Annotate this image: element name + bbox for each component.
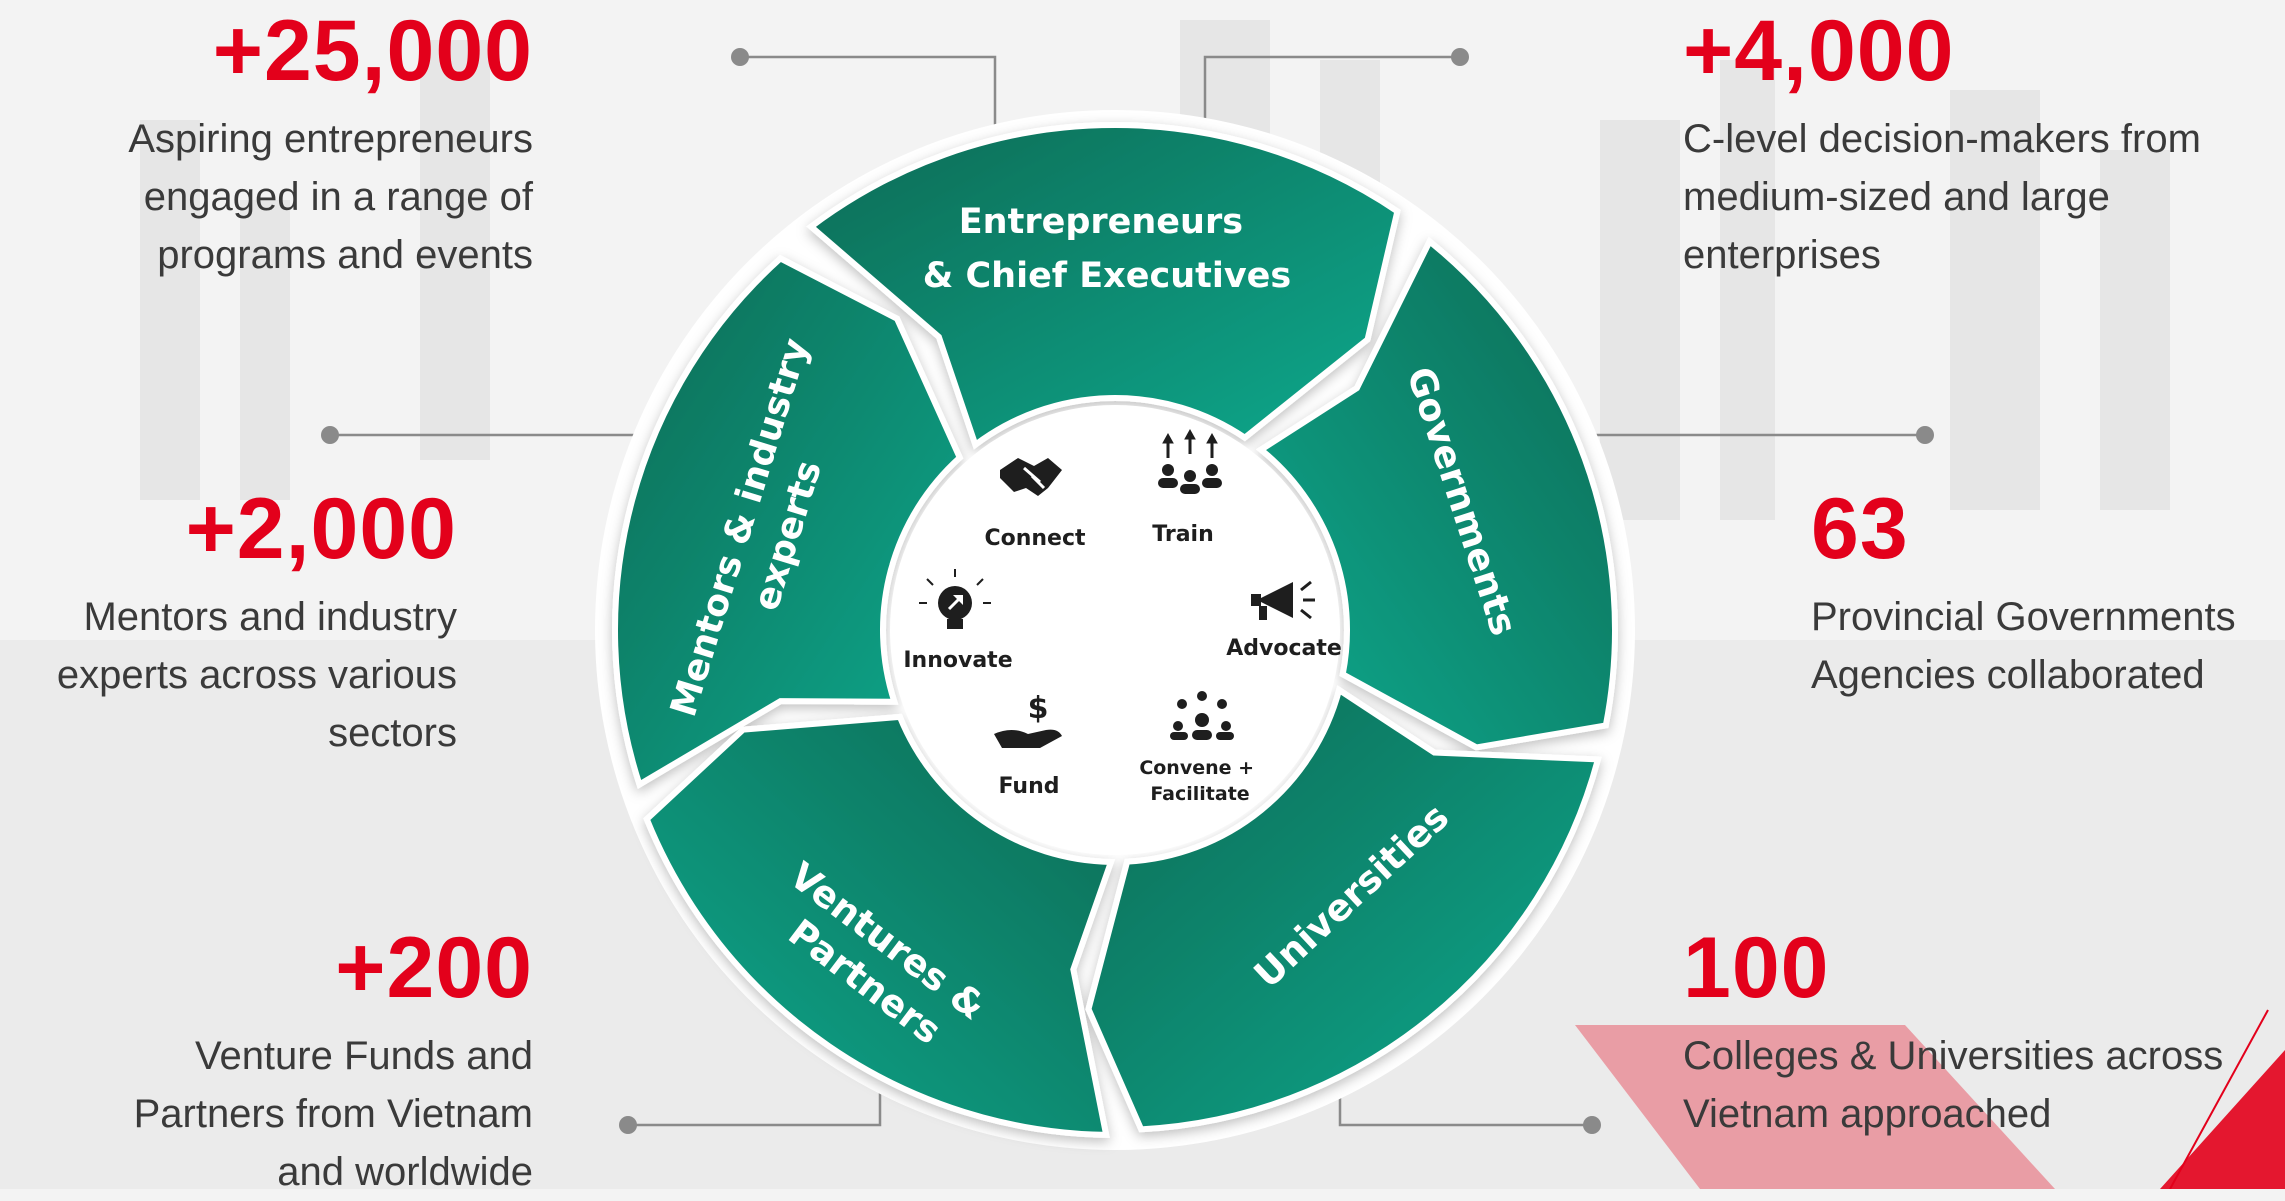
center-label-fund: Fund bbox=[998, 774, 1059, 799]
stat-mentors: +2,000 Mentors and industry experts acro… bbox=[57, 486, 457, 762]
segment-ventures bbox=[643, 713, 1116, 1138]
center-label-connect: Connect bbox=[984, 526, 1086, 551]
center-item-advocate: Advocate bbox=[1226, 580, 1342, 661]
center-item-convene: Convene + Facilitate bbox=[1139, 691, 1260, 805]
people-growth-icon bbox=[1158, 428, 1222, 494]
stat-executives-line: C-level decision-makers from bbox=[1683, 117, 2201, 161]
stat-entrepreneurs-number: +25,000 bbox=[212, 3, 533, 99]
segment-governments bbox=[1255, 236, 1618, 751]
stat-ventures: +200 Venture Funds and Partners from Vie… bbox=[134, 925, 533, 1201]
connector-dots bbox=[321, 48, 1934, 1134]
segment-label-entrepreneurs: Entrepreneurs & Chief Executives bbox=[923, 202, 1291, 296]
stat-executives-line: enterprises bbox=[1683, 233, 1881, 277]
center-item-connect: Connect bbox=[984, 458, 1086, 551]
hand-dollar-icon: $ bbox=[994, 691, 1062, 748]
handshake-icon bbox=[1000, 458, 1062, 496]
stat-entrepreneurs-line: programs and events bbox=[157, 233, 533, 277]
center-label-innovate: Innovate bbox=[903, 648, 1012, 673]
svg-text:$: $ bbox=[1028, 691, 1049, 726]
segment-mentors bbox=[612, 254, 964, 789]
stat-universities-line: Vietnam approached bbox=[1683, 1092, 2052, 1136]
stat-executives-line: medium-sized and large bbox=[1683, 175, 2110, 219]
stat-governments-number: 63 bbox=[1811, 481, 1909, 577]
stat-universities: 100 Colleges & Universities across Vietn… bbox=[1683, 925, 2223, 1143]
center-item-train: Train bbox=[1152, 428, 1222, 547]
stat-ventures-number: +200 bbox=[335, 920, 533, 1016]
stat-entrepreneurs-line: engaged in a range of bbox=[143, 175, 533, 219]
stat-universities-number: 100 bbox=[1683, 920, 1830, 1016]
stat-mentors-line: experts across various bbox=[56, 653, 457, 697]
stat-mentors-line: sectors bbox=[328, 711, 457, 755]
group-icon bbox=[1170, 691, 1234, 740]
stat-governments: 63 Provincial Governments Agencies colla… bbox=[1811, 486, 2236, 704]
lightbulb-icon bbox=[919, 569, 991, 629]
stat-governments-line: Agencies collaborated bbox=[1811, 653, 2205, 697]
megaphone-icon bbox=[1251, 580, 1315, 620]
stat-executives-number: +4,000 bbox=[1683, 3, 1955, 99]
stat-entrepreneurs-line: Aspiring entrepreneurs bbox=[128, 117, 533, 161]
center-label-advocate: Advocate bbox=[1226, 636, 1342, 661]
stat-entrepreneurs: +25,000 Aspiring entrepreneurs engaged i… bbox=[128, 8, 533, 284]
stat-governments-line: Provincial Governments bbox=[1811, 595, 2236, 639]
center-item-innovate: Innovate bbox=[903, 569, 1013, 673]
stat-mentors-line: Mentors and industry bbox=[83, 595, 457, 639]
stat-executives: +4,000 C-level decision-makers from medi… bbox=[1683, 8, 2201, 284]
connector-lines bbox=[330, 55, 1925, 1127]
decor-corner-triangle bbox=[2160, 1050, 2285, 1189]
segment-universities bbox=[1085, 685, 1602, 1133]
center-disc bbox=[890, 405, 1340, 855]
center-label-convene: Convene + Facilitate bbox=[1139, 757, 1260, 805]
stat-mentors-number: +2,000 bbox=[185, 481, 457, 577]
stat-ventures-line: Venture Funds and bbox=[194, 1034, 533, 1078]
center-item-fund: $ Fund bbox=[994, 691, 1062, 799]
stat-ventures-line: Partners from Vietnam bbox=[133, 1092, 533, 1136]
stat-universities-line: Colleges & Universities across bbox=[1683, 1034, 2224, 1078]
stat-ventures-line: and worldwide bbox=[277, 1150, 533, 1194]
decor-red-shape bbox=[1575, 1025, 2055, 1189]
segment-entrepreneurs bbox=[806, 122, 1401, 450]
center-label-train: Train bbox=[1152, 522, 1214, 547]
